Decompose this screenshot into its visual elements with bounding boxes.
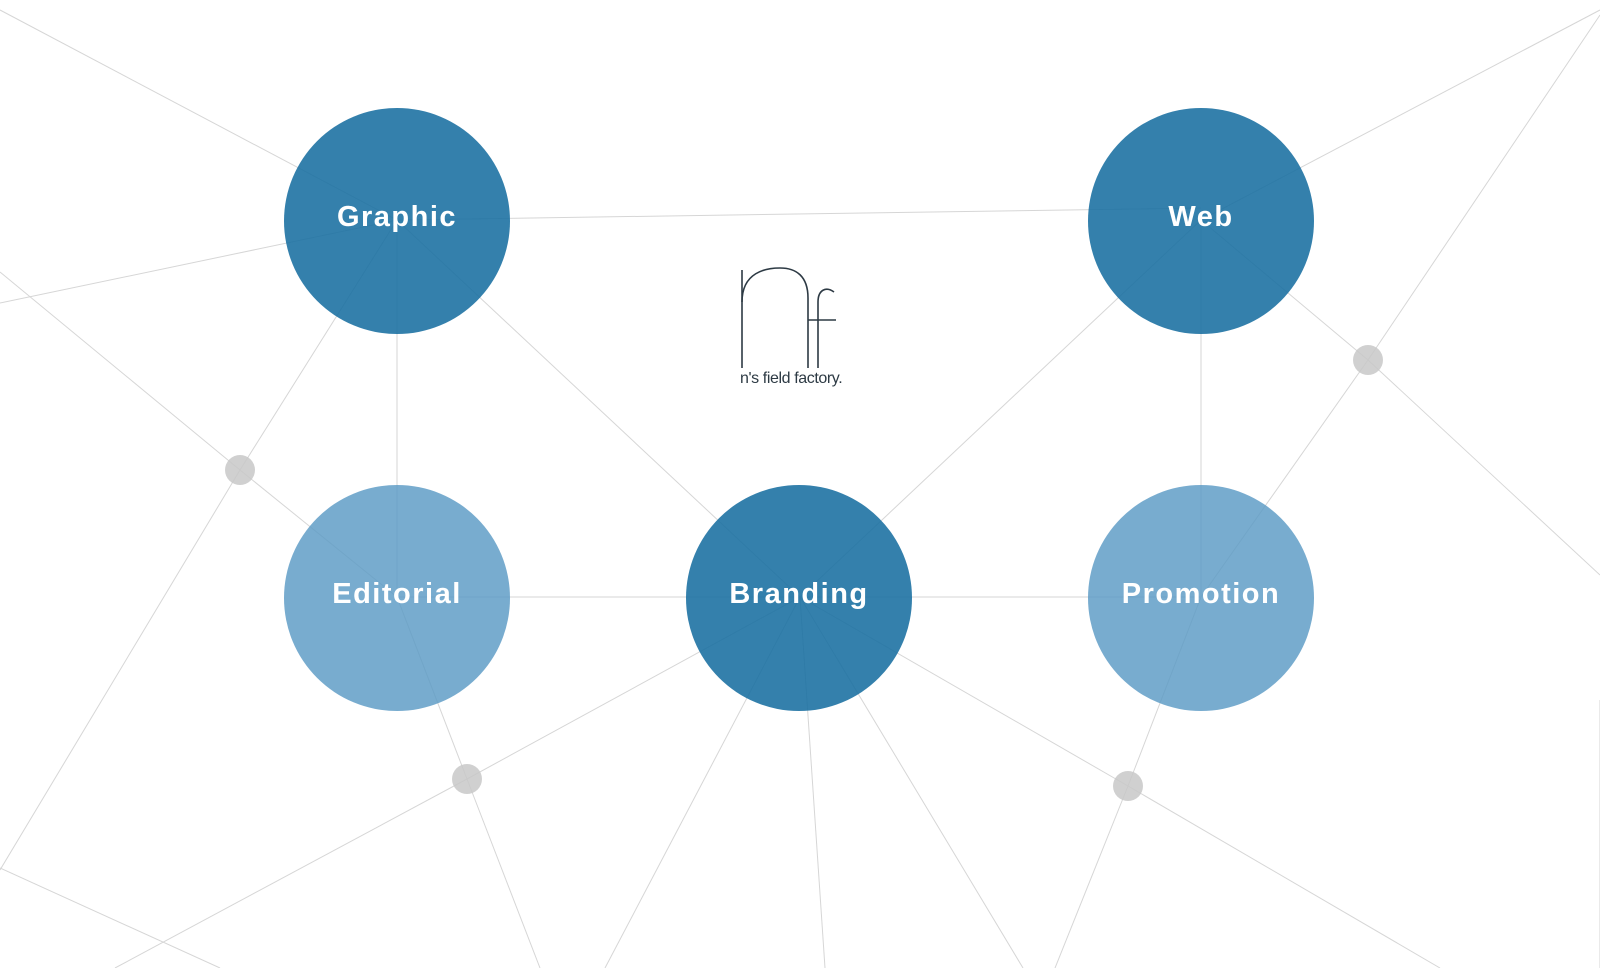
network-node — [1353, 345, 1383, 375]
nav-circle-graphic[interactable]: Graphic — [284, 108, 510, 334]
network-node — [225, 455, 255, 485]
nav-label-web: Web — [1168, 200, 1234, 233]
nf-monogram-icon — [741, 267, 836, 368]
nav-label-graphic: Graphic — [336, 200, 458, 233]
network-nodes — [225, 345, 1383, 801]
nav-circle-editorial[interactable]: Editorial — [284, 485, 510, 711]
network-node — [452, 764, 482, 794]
nav-label-branding: Branding — [729, 577, 869, 610]
nav-label-editorial: Editorial — [332, 577, 462, 610]
nav-circle-promotion[interactable]: Promotion — [1088, 485, 1314, 711]
brand-name: n's field factory. — [740, 370, 843, 387]
nav-label-promotion: Promotion — [1121, 577, 1281, 610]
network-node — [1113, 771, 1143, 801]
nav-circle-web[interactable]: Web — [1088, 108, 1314, 334]
nav-circle-branding[interactable]: Branding — [686, 485, 912, 711]
brand-logo[interactable]: n's field factory. — [736, 262, 866, 402]
